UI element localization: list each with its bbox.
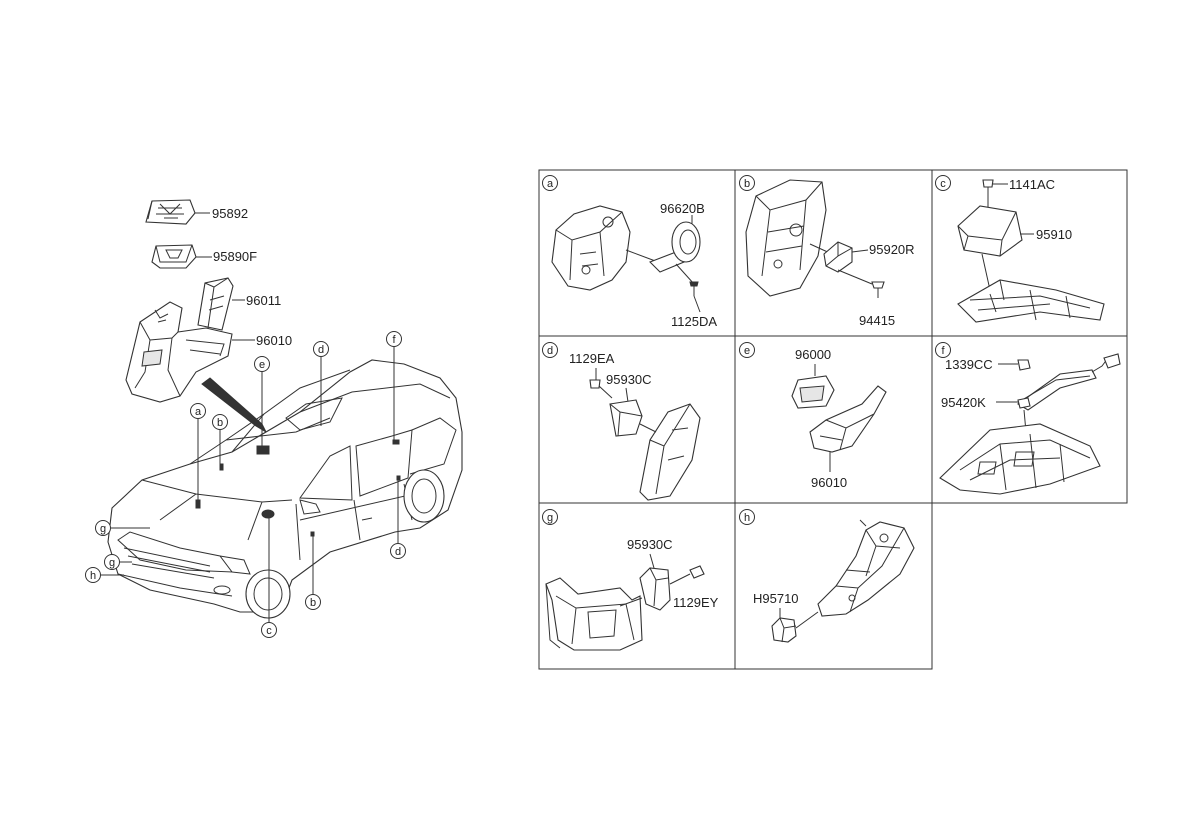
cell-letter: a [547, 178, 554, 190]
part-number: 1129EA [569, 351, 615, 366]
callout-b-bottom: b [305, 594, 321, 610]
part-number: 95930C [627, 537, 673, 552]
svg-text:a: a [195, 406, 202, 418]
callout-e: e [254, 356, 270, 372]
part-number-95892: 95892 [212, 206, 248, 221]
part-number: 96010 [811, 475, 847, 490]
part-96010-illustration [125, 301, 255, 403]
svg-text:b: b [217, 417, 223, 429]
cell-f: f 1339CC 95420K [935, 342, 1121, 495]
part-95892-illustration [145, 199, 210, 225]
detail-grid: a 96620B 1125DA b [538, 169, 1128, 670]
cell-letter: g [547, 512, 553, 524]
cell-h: h H95710 [739, 509, 915, 643]
cell-letter: c [940, 178, 946, 190]
cell-b: b 95920R 94415 [739, 175, 915, 328]
svg-text:g: g [109, 557, 115, 569]
part-number: 94415 [859, 313, 895, 328]
callout-f: f [386, 331, 402, 347]
cell-letter: h [744, 512, 750, 524]
cell-letter: d [547, 345, 553, 357]
cell-e: e 96000 96010 [739, 342, 887, 490]
part-96011-illustration [197, 277, 245, 331]
svg-text:d: d [395, 546, 401, 558]
cell-letter: b [744, 178, 750, 190]
part-number: H95710 [753, 591, 799, 606]
part-95890f-illustration [151, 244, 212, 269]
cell-letter: e [744, 345, 750, 357]
part-number: 95420K [941, 395, 986, 410]
cell-d: d 1129EA 95930C [542, 342, 701, 501]
cell-letter: f [941, 345, 945, 357]
svg-text:g: g [100, 523, 106, 535]
part-number-96011: 96011 [246, 293, 281, 308]
part-number: 95920R [869, 242, 915, 257]
part-number: 1129EY [673, 595, 719, 610]
callout-g-lower: g [104, 554, 120, 570]
callout-b-top: b [212, 414, 228, 430]
part-number-95890f: 95890F [213, 249, 257, 264]
part-number: 1125DA [671, 314, 717, 329]
leader-arrow [201, 377, 268, 434]
part-number-96010: 96010 [256, 333, 292, 348]
callout-leaders [101, 347, 399, 622]
svg-text:b: b [310, 597, 316, 609]
part-number: 96620B [660, 201, 705, 216]
part-number: 1141AC [1009, 177, 1055, 192]
cell-c: c 1141AC 95910 [935, 175, 1105, 323]
svg-text:h: h [90, 570, 96, 582]
callout-g-upper: g [95, 520, 111, 536]
callout-h: h [85, 567, 101, 583]
part-number: 95910 [1036, 227, 1072, 242]
part-number: 96000 [795, 347, 831, 362]
svg-text:c: c [266, 625, 272, 637]
part-number: 1339CC [945, 357, 993, 372]
part-number: 95930C [606, 372, 652, 387]
cell-a: a 96620B 1125DA [542, 175, 717, 329]
vehicle-overview: 95892 95890F 96011 96010 [85, 199, 463, 638]
svg-text:e: e [259, 359, 265, 371]
suv-illustration [107, 359, 463, 619]
svg-text:d: d [318, 344, 324, 356]
callout-c: c [261, 622, 277, 638]
callout-a: a [190, 403, 206, 419]
cell-g: g 95930C 1129EY [542, 509, 719, 651]
callout-d-side: d [390, 543, 406, 559]
svg-text:f: f [392, 334, 396, 346]
callout-d-roof: d [313, 341, 329, 357]
